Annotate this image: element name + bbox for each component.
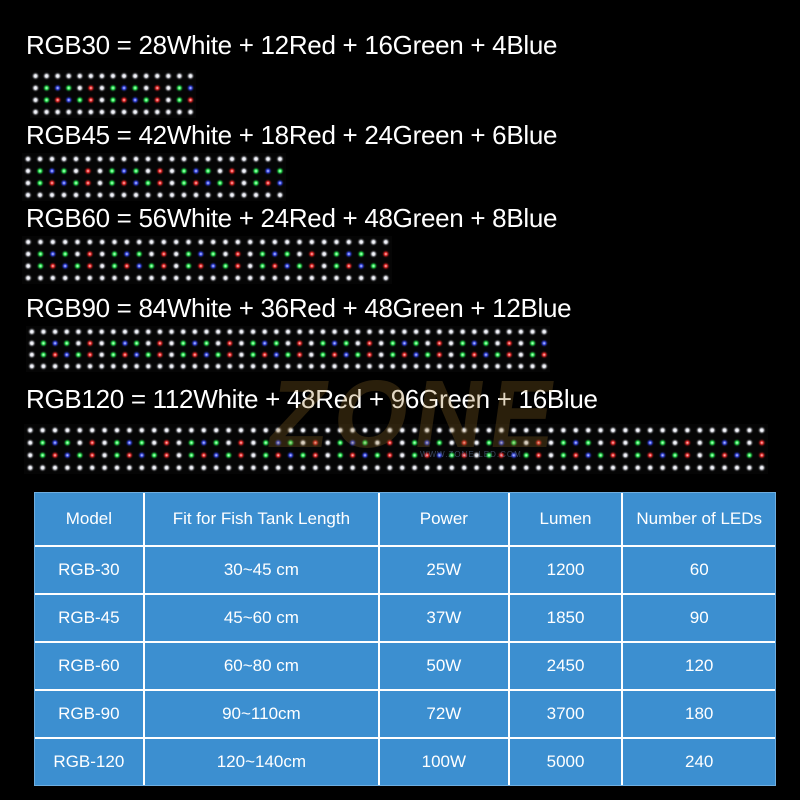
- cell-tank-length: 90~110cm: [144, 691, 381, 739]
- specification-table: Model Fit for Fish Tank Length Power Lum…: [34, 492, 776, 786]
- header-led-count: Number of LEDs: [623, 493, 775, 547]
- cell-led-count: 180: [623, 691, 775, 739]
- cell-model: RGB-45: [35, 595, 145, 643]
- cell-lumen: 1850: [509, 595, 624, 643]
- table-row: RGB-120 120~140cm 100W 5000 240: [35, 739, 775, 785]
- cell-tank-length: 120~140cm: [145, 739, 381, 785]
- led-strip-canvas: [26, 326, 550, 372]
- led-strip-canvas: [24, 424, 768, 474]
- led-strip-rgb45: [22, 153, 286, 201]
- cell-power: 100W: [380, 739, 510, 785]
- table-row: RGB-60 60~80 cm 50W 2450 120: [35, 643, 775, 691]
- cell-lumen: 1200: [509, 547, 624, 595]
- cell-led-count: 90: [623, 595, 775, 643]
- led-strip-rgb30: [30, 70, 196, 118]
- cell-power: 25W: [380, 547, 510, 595]
- formula-rgb60: RGB60 = 56White + 24Red + 48Green + 8Blu…: [26, 203, 558, 233]
- led-strip-canvas: [30, 70, 196, 118]
- header-lumen: Lumen: [509, 493, 624, 547]
- cell-led-count: 60: [623, 547, 775, 595]
- cell-lumen: 5000: [510, 739, 624, 785]
- cell-power: 37W: [380, 595, 510, 643]
- formula-rgb45: RGB45 = 42White + 18Red + 24Green + 6Blu…: [26, 120, 558, 150]
- cell-model: RGB-30: [35, 547, 145, 595]
- led-strip-canvas: [22, 153, 286, 201]
- header-model: Model: [35, 493, 145, 547]
- watermark-website: WWW.ZONE-LED.COM: [420, 450, 522, 459]
- led-strip-rgb120: [24, 424, 768, 474]
- cell-model: RGB-60: [35, 643, 145, 691]
- cell-tank-length: 60~80 cm: [144, 643, 381, 691]
- cell-led-count: 120: [623, 643, 775, 691]
- cell-tank-length: 30~45 cm: [144, 547, 381, 595]
- table-row: RGB-45 45~60 cm 37W 1850 90: [35, 595, 775, 643]
- header-power: Power: [380, 493, 510, 547]
- formula-rgb30: RGB30 = 28White + 12Red + 16Green + 4Blu…: [26, 30, 558, 60]
- cell-model: RGB-120: [35, 739, 145, 785]
- cell-lumen: 2450: [509, 643, 624, 691]
- cell-power: 50W: [380, 643, 510, 691]
- formula-rgb90: RGB90 = 84White + 36Red + 48Green + 12Bl…: [26, 293, 572, 323]
- cell-led-count: 240: [685, 752, 714, 771]
- header-tank-length: Fit for Fish Tank Length: [144, 493, 381, 547]
- cell-tank-length: 45~60 cm: [144, 595, 381, 643]
- table-row: RGB-90 90~110cm 72W 3700 180: [35, 691, 775, 739]
- cell-lumen: 3700: [509, 691, 624, 739]
- led-strip-rgb90: [26, 326, 550, 372]
- table-header-row: Model Fit for Fish Tank Length Power Lum…: [35, 493, 775, 547]
- cell-model: RGB-90: [35, 691, 145, 739]
- cell-power: 72W: [380, 691, 510, 739]
- led-strip-rgb60: [22, 236, 392, 284]
- led-strip-canvas: [22, 236, 392, 284]
- table-row: RGB-30 30~45 cm 25W 1200 60: [35, 547, 775, 595]
- formula-rgb120: RGB120 = 112White + 48Red + 96Green + 16…: [26, 384, 598, 414]
- watermark-logo-text: ZONE: [262, 361, 569, 468]
- brand-watermark: ZONE WWW.ZONE-LED.COM: [263, 360, 610, 470]
